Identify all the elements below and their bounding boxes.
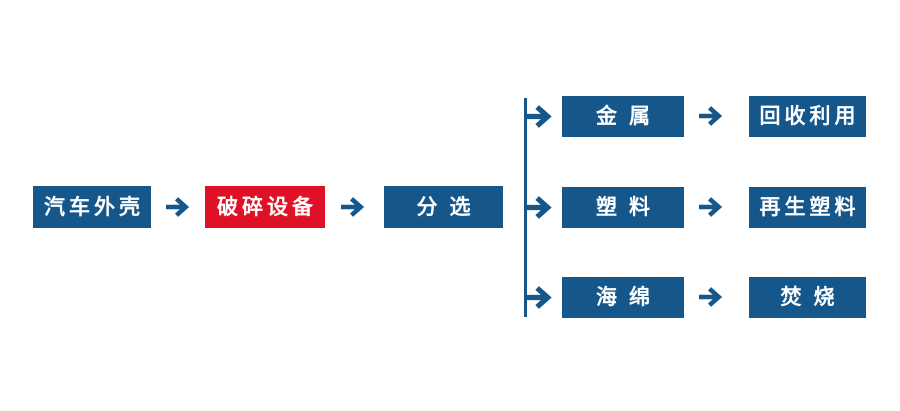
- node-crusher: 破碎设备: [205, 186, 325, 228]
- node-crusher-label: 破碎设备: [217, 195, 317, 219]
- arrow-right-icon: [699, 197, 723, 217]
- arrow-right-icon: [525, 105, 552, 128]
- arrow-right-icon: [699, 106, 723, 126]
- node-sponge-label: 海绵: [596, 286, 662, 309]
- node-sorting-label: 分选: [416, 195, 483, 219]
- node-recycle-reuse-label: 回收利用: [759, 105, 860, 128]
- node-metal: 金属: [562, 96, 684, 137]
- node-sponge: 海绵: [562, 277, 684, 318]
- arrow-right-icon: [166, 197, 190, 217]
- node-recycled-plastic: 再生塑料: [749, 187, 866, 228]
- arrow-right-icon: [341, 197, 365, 217]
- arrow-right-icon: [525, 196, 552, 219]
- node-plastic: 塑料: [562, 187, 684, 228]
- node-recycled-plastic-label: 再生塑料: [759, 196, 860, 219]
- node-recycle-reuse: 回收利用: [749, 96, 866, 137]
- node-sorting: 分选: [384, 186, 503, 228]
- node-incineration: 焚烧: [749, 277, 866, 318]
- node-car-shell: 汽车外壳: [33, 186, 151, 228]
- node-plastic-label: 塑料: [596, 196, 662, 219]
- node-car-shell-label: 汽车外壳: [44, 195, 144, 219]
- arrow-right-icon: [525, 286, 552, 309]
- arrow-right-icon: [699, 287, 723, 307]
- node-incineration-label: 焚烧: [780, 286, 847, 309]
- node-metal-label: 金属: [596, 105, 662, 128]
